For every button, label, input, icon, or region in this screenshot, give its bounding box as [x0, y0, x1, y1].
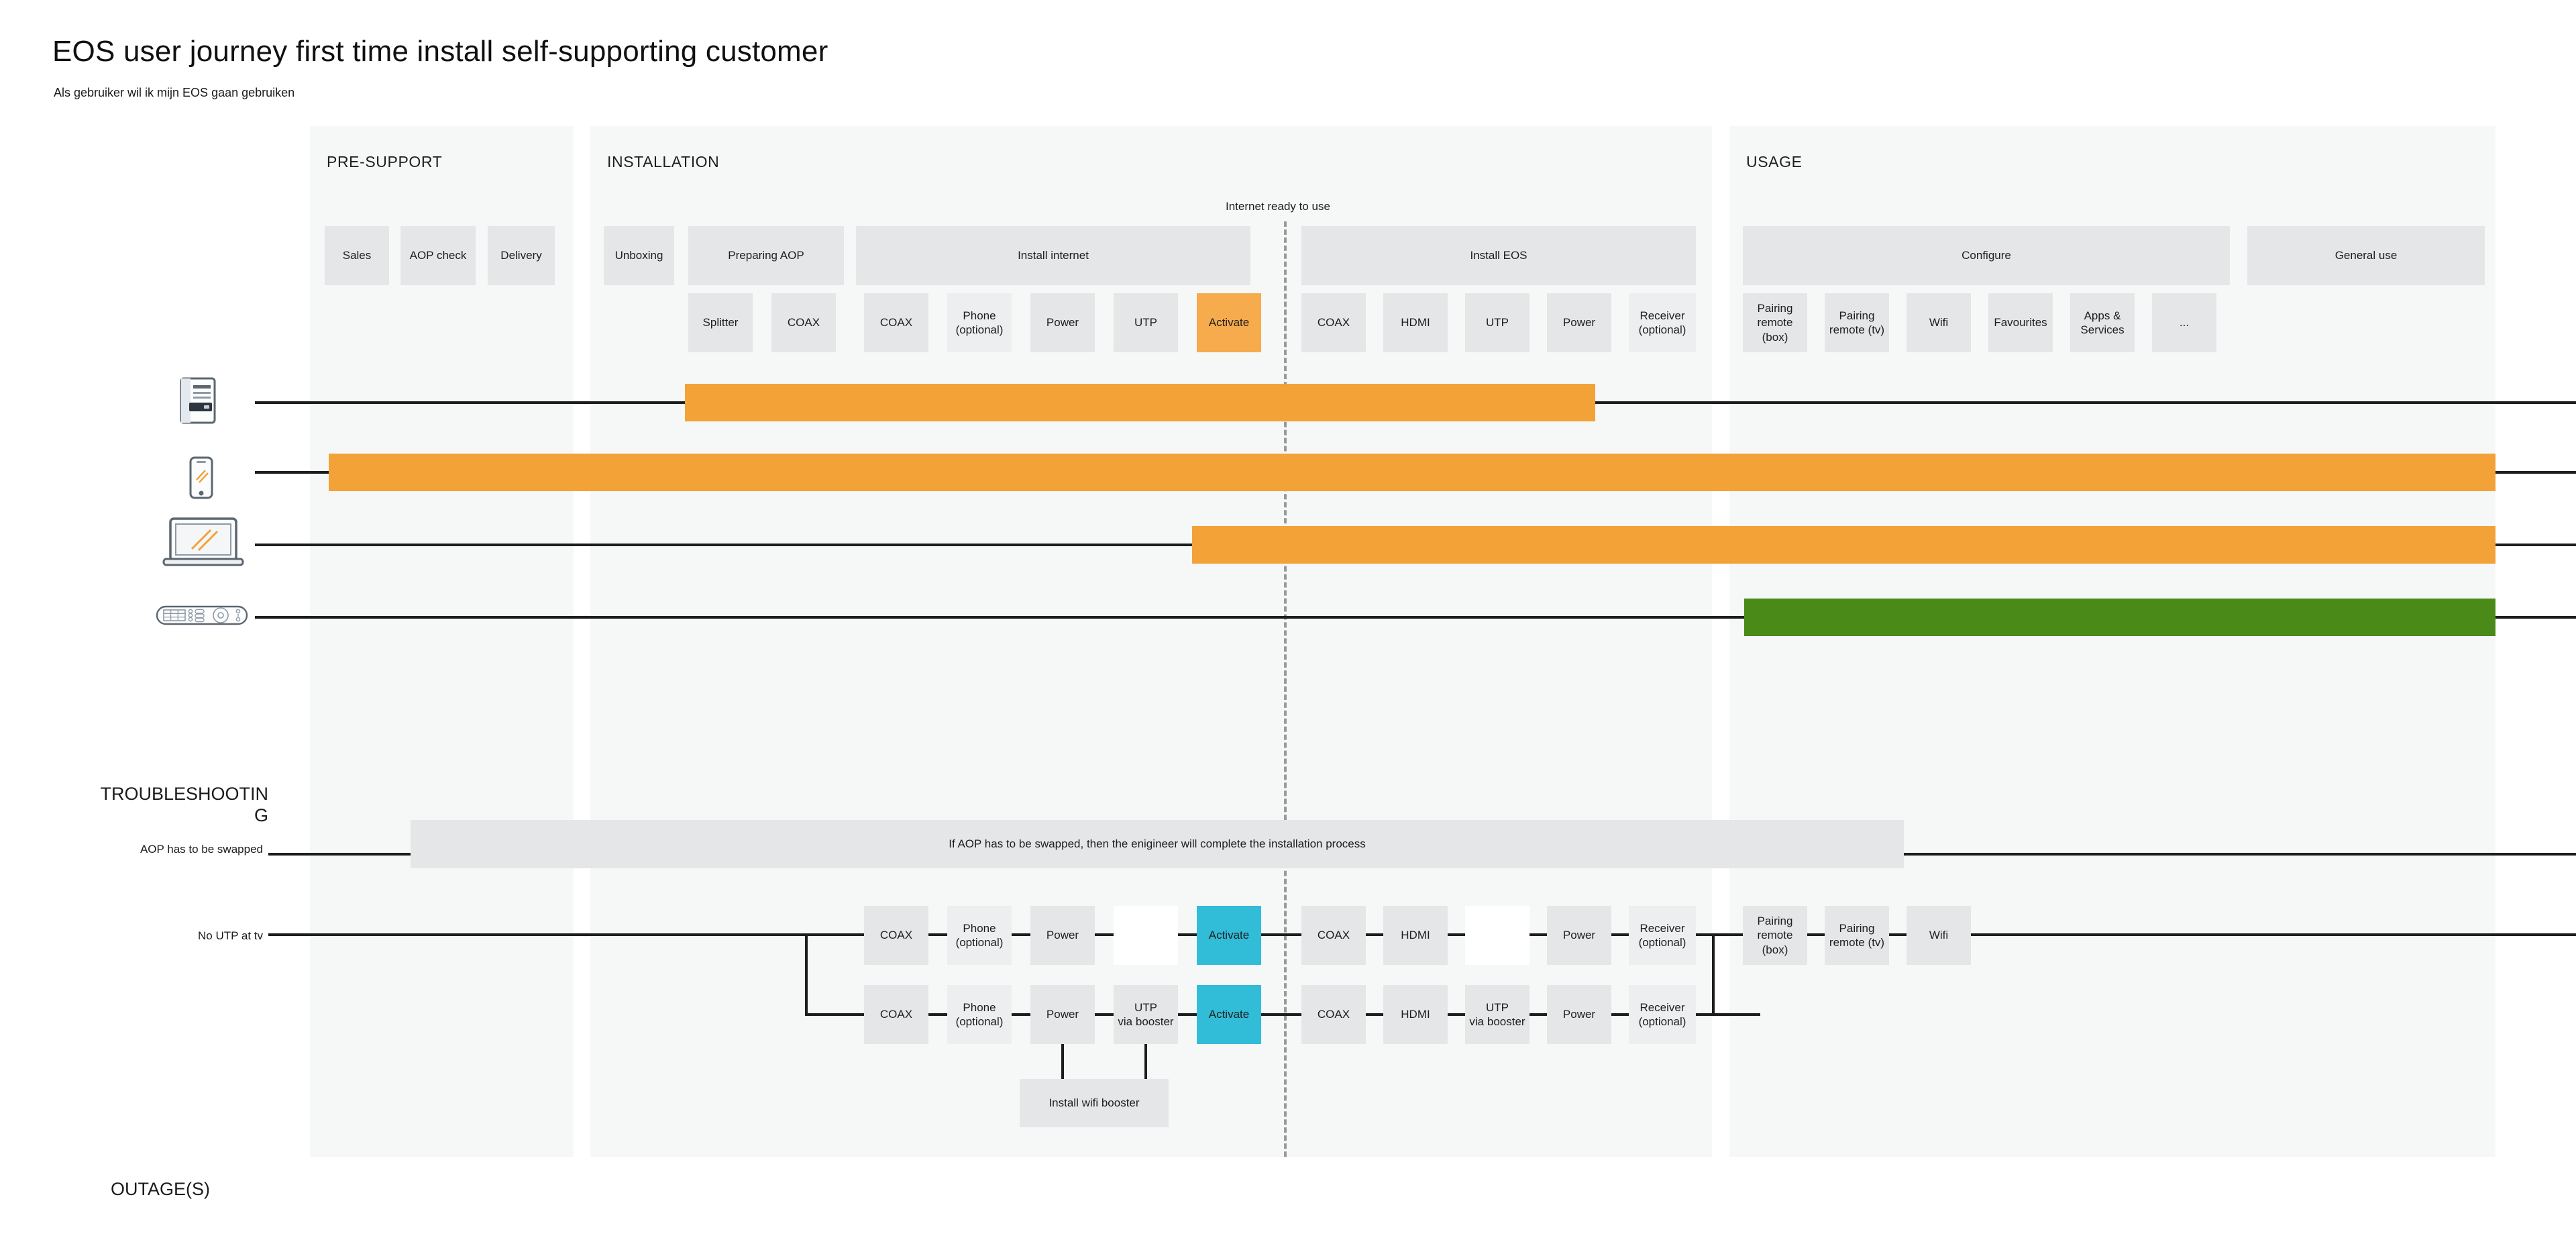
page-title: EOS user journey first time install self… [52, 35, 828, 68]
substep-receiver-optional[interactable]: Receiver(optional) [1629, 293, 1696, 352]
ts-aop-banner[interactable]: If AOP has to be swapped, then the enigi… [411, 820, 1904, 868]
ts-a-blank-2[interactable] [1465, 906, 1529, 965]
step-sales[interactable]: Sales [325, 226, 389, 285]
troubleshooting-title-line1: TROUBLESHOOTIN [100, 784, 268, 804]
ts-b-power-1[interactable]: Power [1030, 985, 1095, 1044]
step-unboxing[interactable]: Unboxing [604, 226, 674, 285]
ts-a-activate[interactable]: Activate [1197, 906, 1261, 965]
ts-a-coax-2[interactable]: COAX [1301, 906, 1366, 965]
letter-icon [180, 377, 216, 424]
smartphone-icon [189, 456, 213, 499]
ts-install-wifi-booster[interactable]: Install wifi booster [1020, 1079, 1169, 1127]
phase-title-usage: USAGE [1746, 153, 1803, 170]
troubleshooting-title-line2: G [254, 805, 268, 825]
ts-b-phone-optional[interactable]: Phone(optional) [947, 985, 1012, 1044]
milestone-divider [1284, 221, 1287, 1157]
activity-bar-tv-remote[interactable] [1744, 599, 2496, 636]
ts-a-blank-1[interactable] [1114, 906, 1178, 965]
ts-b-activate[interactable]: Activate [1197, 985, 1261, 1044]
activity-bar-smartphone[interactable] [329, 454, 2496, 491]
substep-more[interactable]: ... [2152, 293, 2216, 352]
substep-power-2[interactable]: Power [1547, 293, 1611, 352]
substep-coax-2[interactable]: COAX [864, 293, 928, 352]
ts-b-coax-2[interactable]: COAX [1301, 985, 1366, 1044]
ts-branch-split-horizontal [805, 1013, 865, 1016]
phase-title-pre-support: PRE-SUPPORT [327, 153, 443, 170]
substep-phone-optional[interactable]: Phone(optional) [947, 293, 1012, 352]
ts-a-phone-optional[interactable]: Phone(optional) [947, 906, 1012, 965]
ts-b-hdmi[interactable]: HDMI [1383, 985, 1448, 1044]
phase-title-installation: INSTALLATION [607, 153, 720, 170]
substep-hdmi[interactable]: HDMI [1383, 293, 1448, 352]
step-install-internet[interactable]: Install internet [856, 226, 1250, 285]
ts-a-hdmi[interactable]: HDMI [1383, 906, 1448, 965]
substep-coax-3[interactable]: COAX [1301, 293, 1366, 352]
substep-utp-1[interactable]: UTP [1114, 293, 1178, 352]
milestone-label: Internet ready to use [1226, 200, 1330, 213]
lifeline-tv-remote [255, 616, 2576, 619]
substep-power-1[interactable]: Power [1030, 293, 1095, 352]
substep-activate[interactable]: Activate [1197, 293, 1261, 352]
ts-b-power-2[interactable]: Power [1547, 985, 1611, 1044]
ts-a-power-1[interactable]: Power [1030, 906, 1095, 965]
ts-branch-split-vertical [805, 933, 808, 1016]
ts-tail-wifi[interactable]: Wifi [1907, 906, 1971, 965]
substep-utp-2[interactable]: UTP [1465, 293, 1529, 352]
laptop-icon [162, 517, 244, 566]
substep-splitter[interactable]: Splitter [688, 293, 753, 352]
outage-title: OUTAGE(S) [111, 1179, 210, 1199]
activity-bar-laptop[interactable] [1192, 526, 2496, 564]
activity-bar-letter[interactable] [685, 384, 1595, 421]
ts-a-receiver-optional[interactable]: Receiver(optional) [1629, 906, 1696, 965]
substep-apps-services[interactable]: Apps &Services [2070, 293, 2135, 352]
step-aop-check[interactable]: AOP check [400, 226, 476, 285]
step-install-eos[interactable]: Install EOS [1301, 226, 1696, 285]
page-subtitle: Als gebruiker wil ik mijn EOS gaan gebru… [54, 86, 295, 99]
substep-wifi[interactable]: Wifi [1907, 293, 1971, 352]
troubleshooting-title: TROUBLESHOOTIN G [94, 784, 268, 827]
ts-booster-connector-left [1061, 1044, 1064, 1080]
tv-remote-icon [156, 604, 248, 627]
substep-favourites[interactable]: Favourites [1988, 293, 2053, 352]
substep-coax-1[interactable]: COAX [771, 293, 836, 352]
phase-band-pre-support: PRE-SUPPORT [310, 126, 574, 1157]
ts-row-label-no-utp: No UTP at tv [198, 929, 263, 942]
ts-b-receiver-optional[interactable]: Receiver(optional) [1629, 985, 1696, 1044]
ts-a-power-2[interactable]: Power [1547, 906, 1611, 965]
ts-a-coax-1[interactable]: COAX [864, 906, 928, 965]
step-delivery[interactable]: Delivery [488, 226, 555, 285]
ts-branch-merge-vertical [1712, 933, 1715, 1016]
ts-booster-connector-right [1144, 1044, 1147, 1080]
step-preparing-aop[interactable]: Preparing AOP [688, 226, 844, 285]
ts-b-coax-1[interactable]: COAX [864, 985, 928, 1044]
step-general-use[interactable]: General use [2247, 226, 2485, 285]
ts-row-label-aop-swap: AOP has to be swapped [140, 843, 263, 856]
step-configure[interactable]: Configure [1743, 226, 2230, 285]
